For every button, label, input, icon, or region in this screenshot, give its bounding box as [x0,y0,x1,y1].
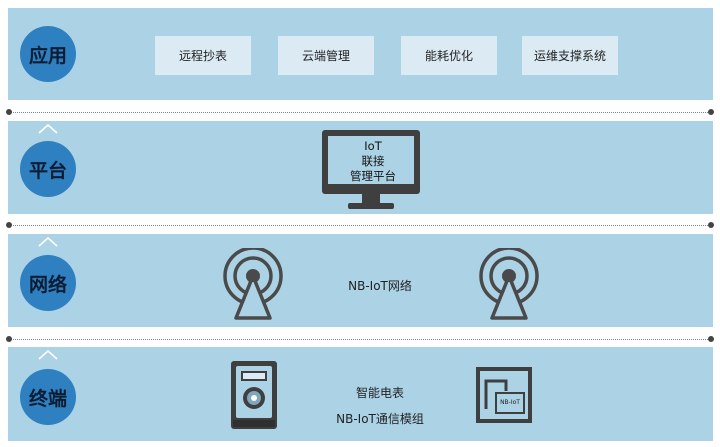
monitor-label-line-1: IoT [364,139,382,153]
monitor-icon [322,130,420,209]
separator-line [10,112,710,113]
separator-line [10,339,710,340]
chevron-up-icon [38,124,58,134]
smart-meter-label-line: 智能电表 [355,386,404,400]
chevron-up-icon [38,350,58,360]
smart-meter-icon [231,361,277,429]
nbiot-module-label-line: NB-IoT通信模组 [336,412,424,426]
chevron-up-icon [38,237,58,247]
monitor-label-line-3: 管理平台 [350,169,396,183]
app-item-ops-support: 运维支撑系统 [522,36,618,75]
antenna-icon [479,248,539,320]
network-layer-title: 网络 [20,255,76,311]
smart-meter-label: 智能电表 NB-IoT通信模组 [310,380,450,432]
separator-dot [708,222,714,228]
separator-dot [6,222,12,228]
module-chip-text: NB-IoT [500,399,520,406]
network-layer [8,234,713,327]
network-label: NB-IoT网络 [348,279,412,293]
separator-dot [6,109,12,115]
application-layer-title: 应用 [20,26,76,82]
app-item-energy-optimization: 能耗优化 [401,36,497,75]
app-item-remote-reading: 远程抄表 [155,36,251,75]
app-item-cloud-management: 云端管理 [278,36,374,75]
monitor-label-line-2: 联接 [361,154,385,168]
terminal-layer [8,347,713,441]
terminal-layer-title: 终端 [20,369,76,425]
antenna-icon [223,248,283,320]
monitor-label: IoT 联接 管理平台 [338,139,408,184]
separator-dot [708,336,714,342]
separator-dot [6,336,12,342]
nbiot-module-icon: NB-IoT [476,367,532,423]
separator-line [10,225,710,226]
platform-layer-title: 平台 [20,141,76,197]
separator-dot [708,109,714,115]
